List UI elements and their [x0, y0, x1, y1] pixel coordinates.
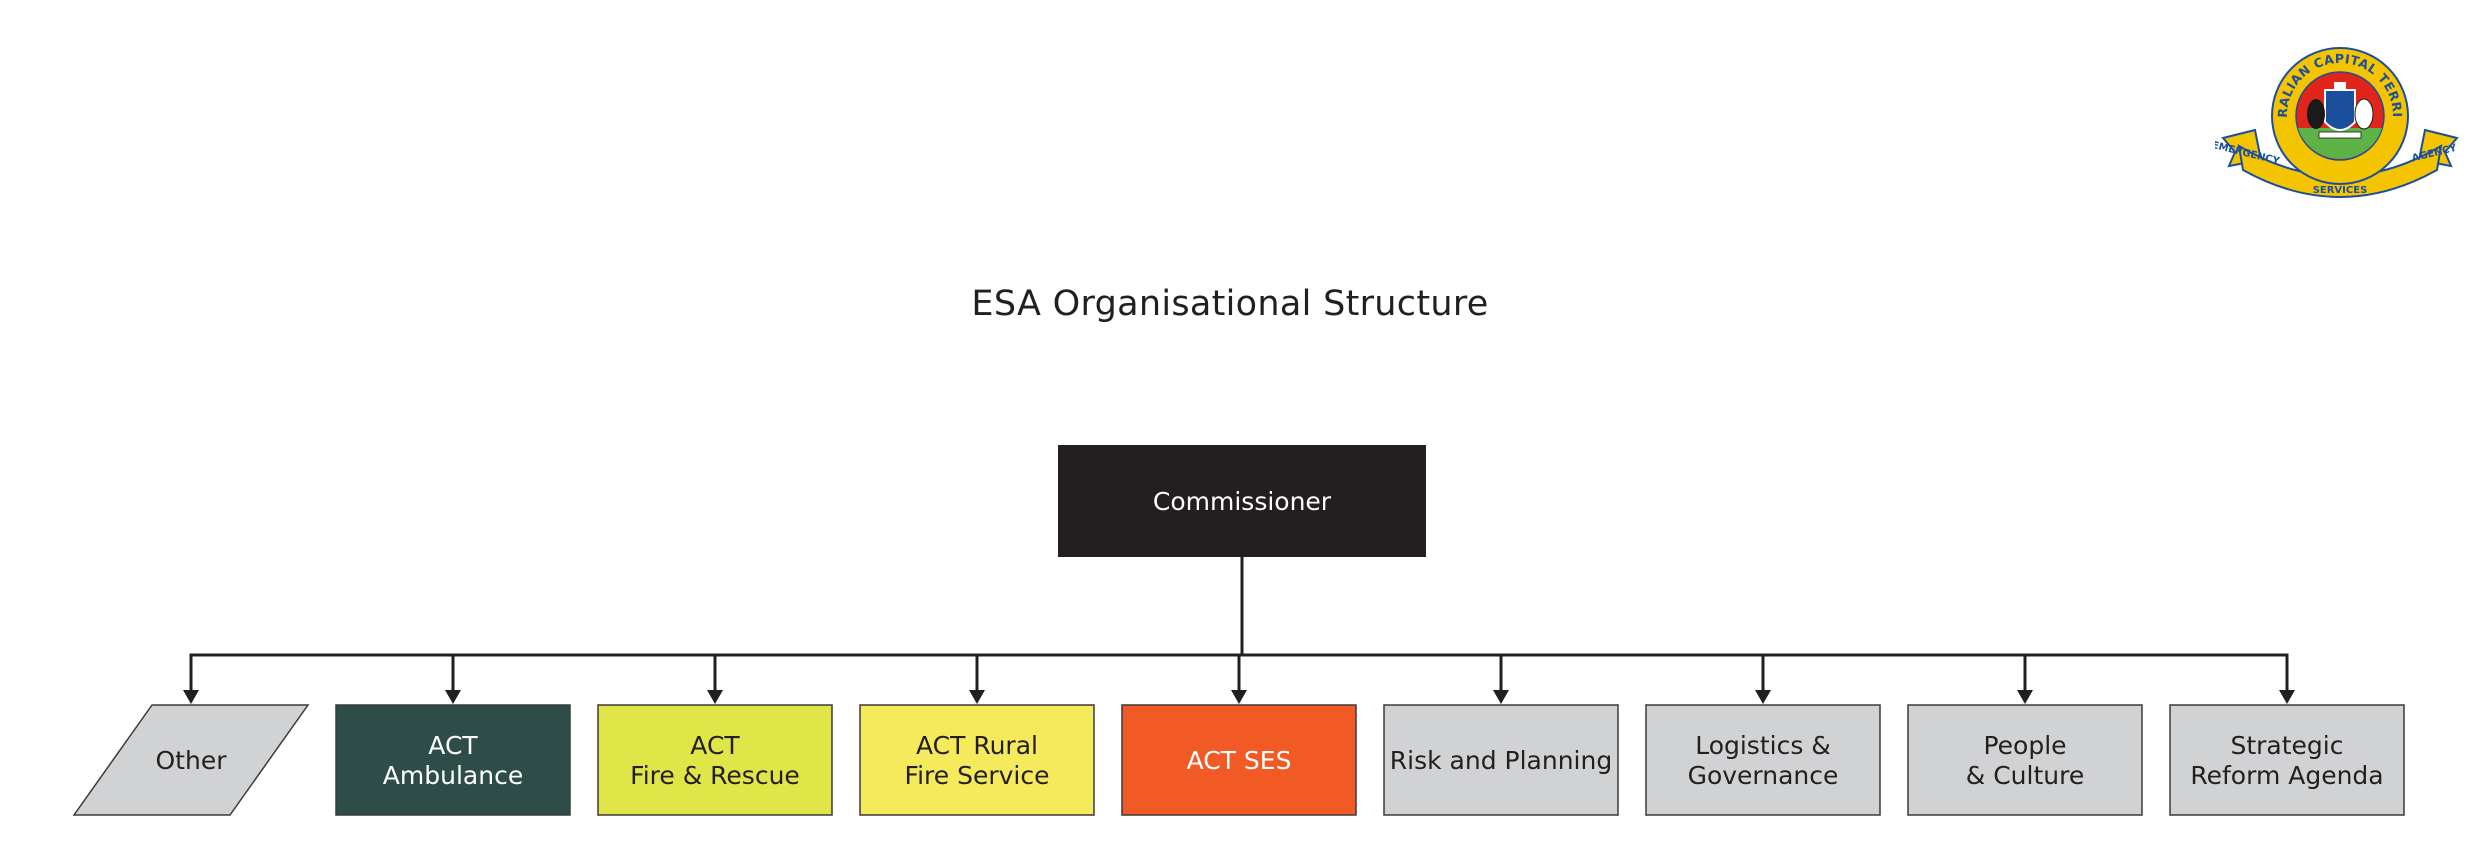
box-act-ses: [1121, 704, 1357, 816]
label-line-logistics-governance-0: Logistics &: [1695, 731, 1831, 760]
box-people-culture: [1907, 704, 2143, 816]
box-risk-and-planning: [1383, 704, 1619, 816]
connectors: [183, 557, 2295, 704]
diagram-title: ESA Organisational Structure: [971, 284, 1489, 324]
node-risk-and-planning: Risk and Planning: [1383, 704, 1619, 816]
label-line-strategic-reform-agenda-0: Strategic: [2230, 731, 2343, 760]
label-other: Other: [156, 746, 228, 775]
label-line-other-0: Other: [156, 746, 228, 775]
act-esa-logo: AUSTRALIAN CAPITAL TERRITORY EMERGENCY S…: [2215, 38, 2459, 198]
commissioner-label: Commissioner: [1153, 487, 1332, 516]
label-risk-and-planning: Risk and Planning: [1390, 746, 1612, 775]
commissioner-box: [1058, 445, 1426, 557]
label-line-act-fire-rescue-0: ACT: [690, 731, 740, 760]
node-people-culture: People& Culture: [1907, 704, 2143, 816]
arrowhead-act-ambulance: [445, 690, 461, 704]
label-line-risk-and-planning-0: Risk and Planning: [1390, 746, 1612, 775]
node-other: Other: [72, 704, 310, 816]
label-line-act-rural-fire-service-0: ACT Rural: [916, 731, 1038, 760]
label-logistics-governance: Logistics &Governance: [1688, 731, 1839, 790]
crown-icon: [2334, 82, 2346, 90]
label-line-act-fire-rescue-1: Fire & Rescue: [630, 761, 800, 790]
arrowhead-strategic-reform-agenda: [2279, 690, 2295, 704]
box-other: [72, 704, 310, 816]
white-swan-icon: [2354, 98, 2374, 130]
arrowhead-act-rural-fire-service: [969, 690, 985, 704]
arrowhead-logistics-governance: [1755, 690, 1771, 704]
label-act-ses: ACT SES: [1187, 746, 1292, 775]
shield-icon: [2324, 89, 2356, 131]
logo-banner-center-text: SERVICES: [2313, 185, 2368, 196]
box-strategic-reform-agenda: [2169, 704, 2405, 816]
node-act-ses: ACT SES: [1121, 704, 1357, 816]
node-logistics-governance: Logistics &Governance: [1645, 704, 1881, 816]
label-line-act-rural-fire-service-1: Fire Service: [905, 761, 1050, 790]
label-line-strategic-reform-agenda-1: Reform Agenda: [2190, 761, 2383, 790]
label-people-culture: People& Culture: [1966, 731, 2084, 790]
label-line-act-ses-0: ACT SES: [1187, 746, 1292, 775]
arrowhead-people-culture: [2017, 690, 2033, 704]
box-act-fire-rescue: [597, 704, 833, 816]
arrowhead-act-fire-rescue: [707, 690, 723, 704]
box-logistics-governance: [1645, 704, 1881, 816]
label-line-people-culture-0: People: [1983, 731, 2066, 760]
box-act-rural-fire-service: [859, 704, 1095, 816]
label-line-people-culture-1: & Culture: [1966, 761, 2084, 790]
label-line-logistics-governance-1: Governance: [1688, 761, 1839, 790]
commissioner-node: Commissioner: [1058, 445, 1426, 557]
black-swan-icon: [2307, 99, 2325, 129]
label-line-act-ambulance-0: ACT: [428, 731, 478, 760]
arrowhead-act-ses: [1231, 690, 1247, 704]
arrowhead-other: [183, 690, 199, 704]
arrowhead-risk-and-planning: [1493, 690, 1509, 704]
motto-scroll: [2318, 131, 2362, 139]
label-line-act-ambulance-1: Ambulance: [383, 761, 523, 790]
box-act-ambulance: [335, 704, 571, 816]
